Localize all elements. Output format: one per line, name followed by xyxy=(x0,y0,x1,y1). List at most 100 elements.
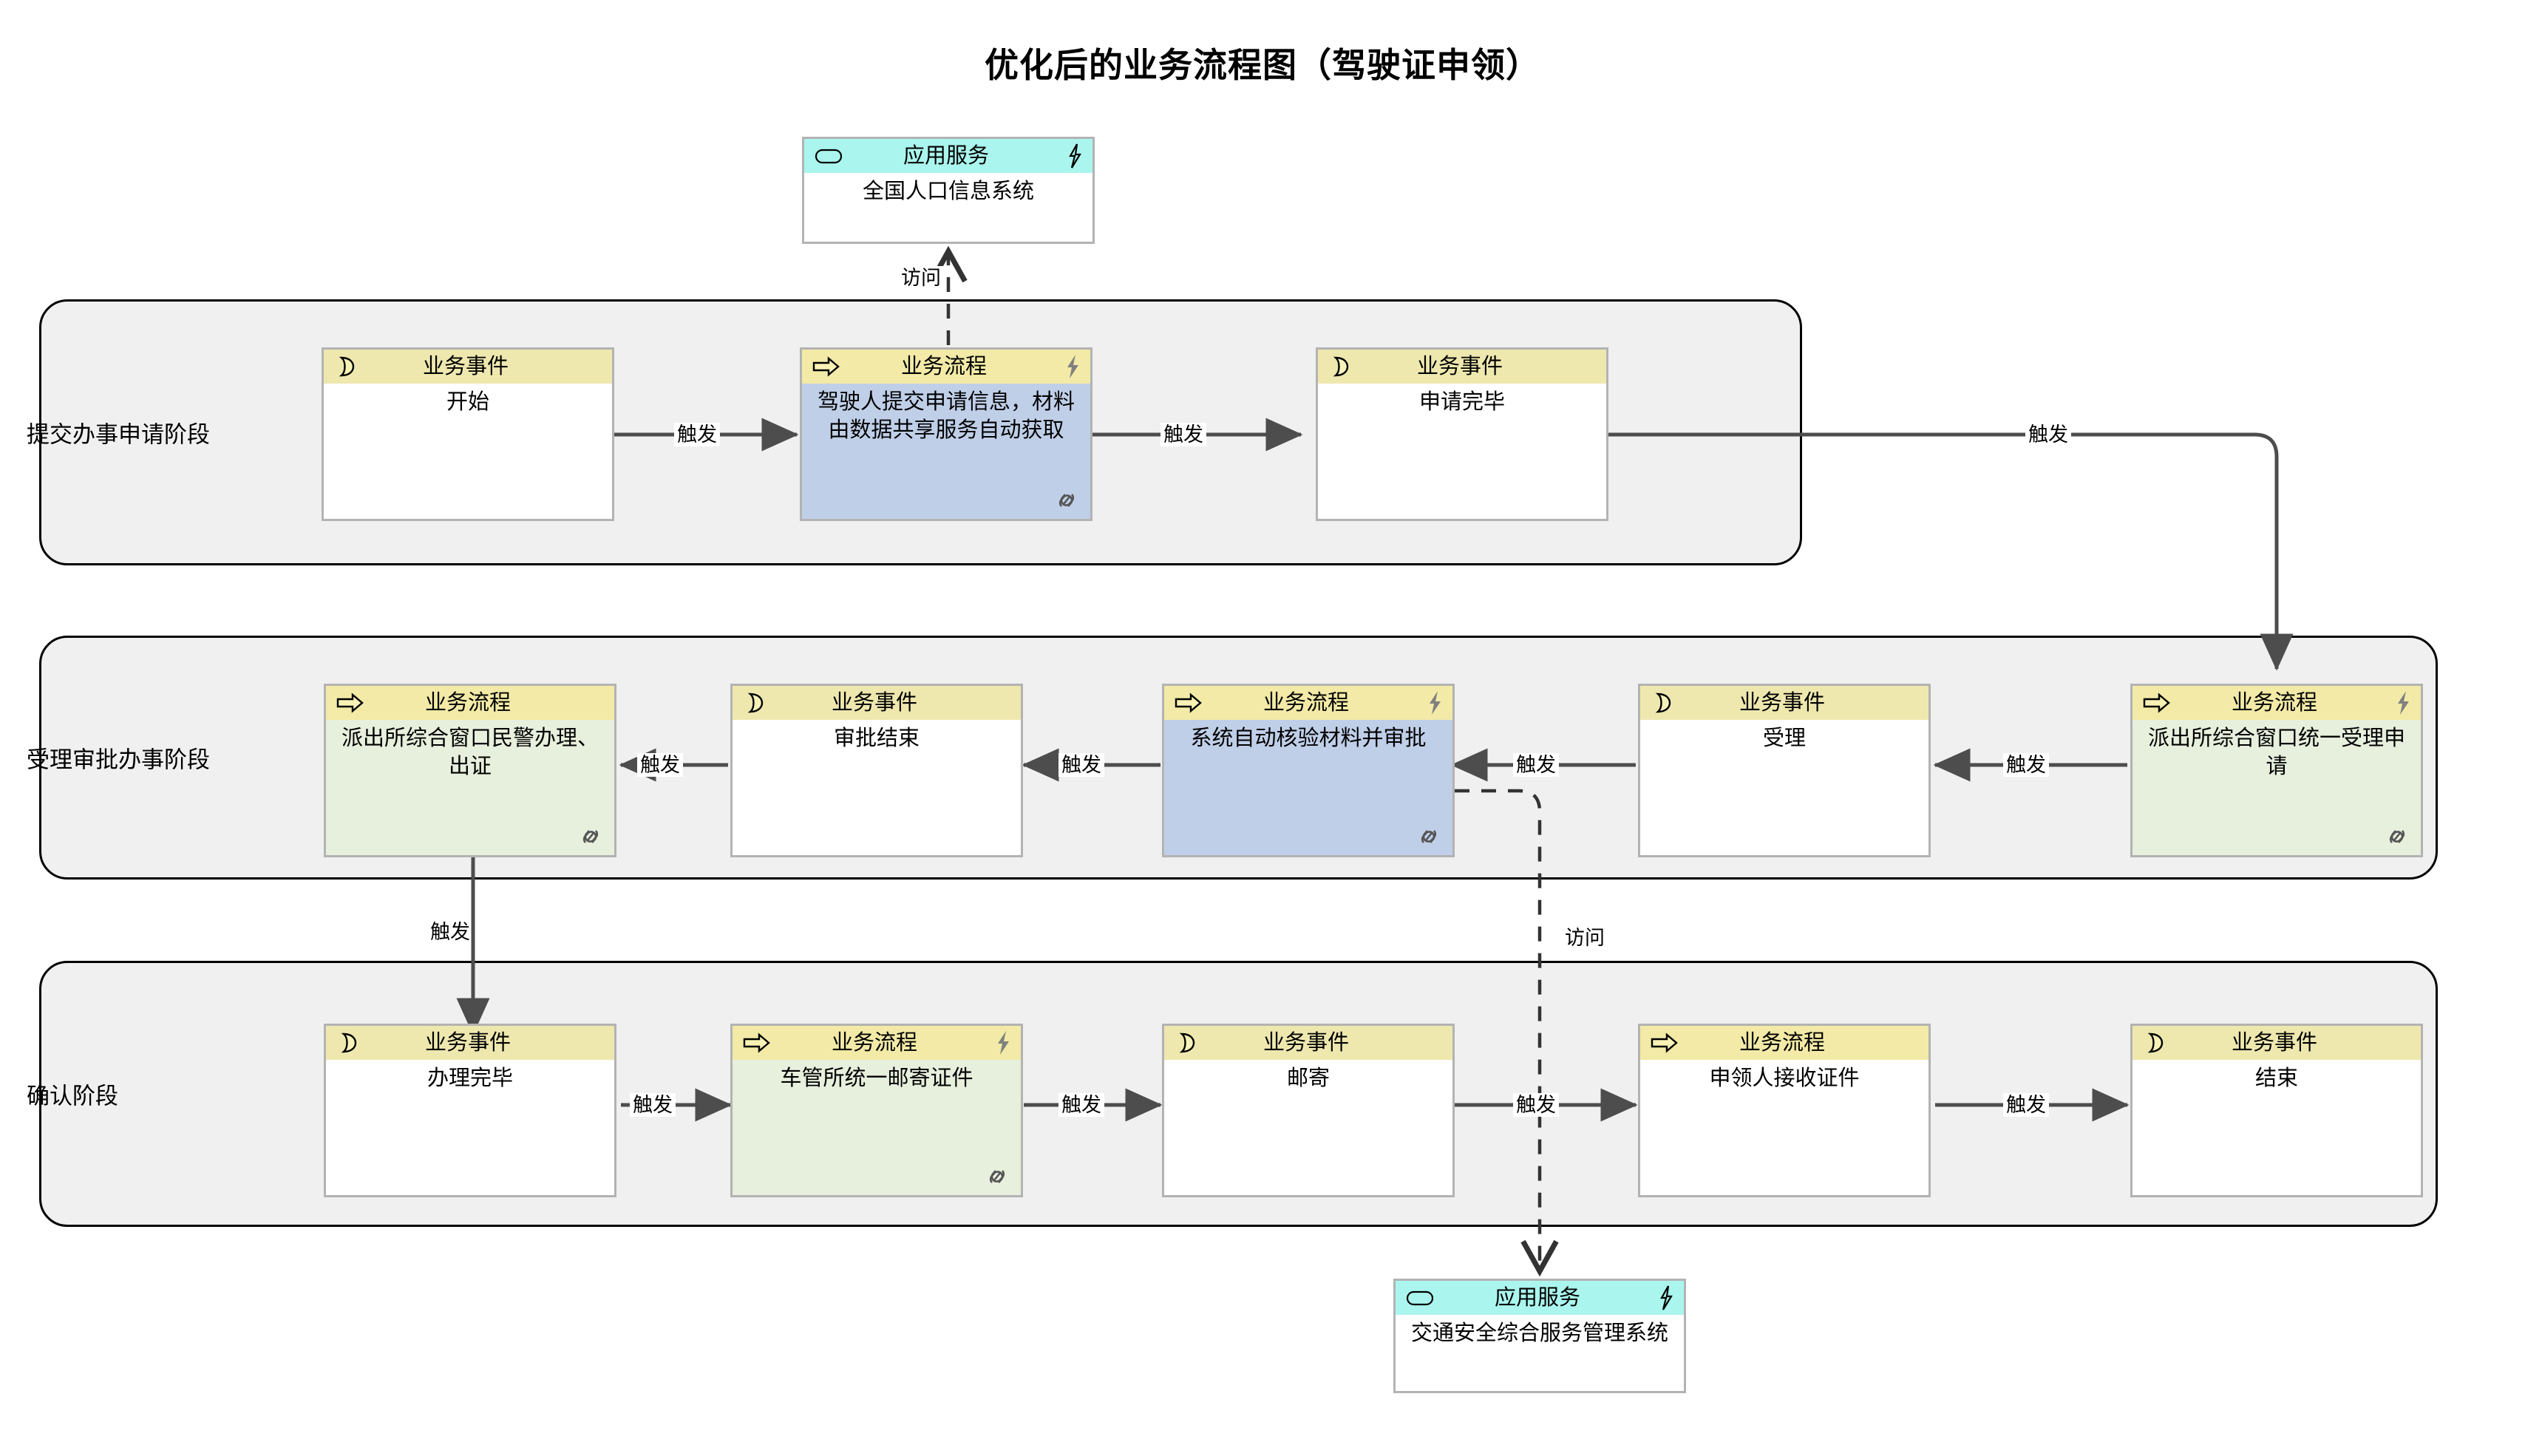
business-event-icon xyxy=(747,693,764,713)
edge-label-verify-approval: 触发 xyxy=(1058,753,1104,777)
node-police-handle-issue[interactable]: 业务流程 派出所综合窗口民警办理、出证 xyxy=(324,684,616,857)
node-handling-done[interactable]: 业务事件 办理完毕 xyxy=(324,1024,616,1197)
edge-label-handling-mailcert: 触发 xyxy=(630,1093,676,1117)
node-start[interactable]: 业务事件 开始 xyxy=(322,347,614,521)
node-header: 应用服务 xyxy=(1396,1281,1684,1315)
edge-label-access-bottom: 访问 xyxy=(1565,927,1605,949)
node-body: 申请完毕 xyxy=(1318,384,1606,519)
node-body: 结束 xyxy=(2133,1060,2421,1195)
page-title: 优化后的业务流程图（驾驶证申领） xyxy=(985,46,1540,84)
link-chain-icon xyxy=(1058,494,1075,507)
node-app-service-top[interactable]: 应用服务 全国人口信息系统 xyxy=(802,137,1095,244)
rounded-rect-icon xyxy=(1406,1290,1434,1306)
edge-label-start-submit: 触发 xyxy=(674,423,720,446)
rounded-rect-icon xyxy=(815,149,843,164)
node-unified-accept[interactable]: 业务流程 派出所综合窗口统一受理申请 xyxy=(2130,684,2423,857)
node-body: 邮寄 xyxy=(1164,1060,1452,1195)
node-body: 系统自动核验材料并审批 xyxy=(1164,720,1452,855)
node-header-label: 应用服务 xyxy=(1494,1286,1580,1310)
node-header-label: 业务事件 xyxy=(1739,691,1825,715)
node-body: 驾驶人提交申请信息，材料由数据共享服务自动获取 xyxy=(802,384,1090,519)
business-process-arrow-icon xyxy=(336,693,364,713)
node-submit-application[interactable]: 业务流程 驾驶人提交申请信息，材料由数据共享服务自动获取 xyxy=(800,347,1092,521)
node-header: 业务流程 xyxy=(326,686,614,720)
node-header: 业务事件 xyxy=(1164,1026,1452,1060)
node-header-label: 应用服务 xyxy=(903,144,989,168)
business-process-arrow-icon xyxy=(1175,693,1202,713)
business-process-arrow-icon xyxy=(1651,1033,1678,1053)
node-body: 全国人口信息系统 xyxy=(804,173,1092,242)
node-header: 业务事件 xyxy=(324,350,612,384)
node-body: 办理完毕 xyxy=(326,1060,614,1195)
node-header-label: 业务流程 xyxy=(1262,691,1349,715)
node-body: 交通安全综合服务管理系统 xyxy=(1396,1315,1684,1391)
node-header: 业务事件 xyxy=(733,686,1021,720)
link-chain-icon xyxy=(2389,830,2405,843)
business-process-arrow-icon xyxy=(2143,693,2170,713)
node-body: 受理 xyxy=(1640,720,1928,855)
node-body: 申领人接收证件 xyxy=(1640,1060,1928,1195)
edge-label-police-handling: 触发 xyxy=(430,921,470,943)
node-application-done[interactable]: 业务事件 申请完毕 xyxy=(1316,347,1608,521)
node-header-label: 业务事件 xyxy=(1262,1031,1349,1055)
business-event-icon xyxy=(341,1033,357,1053)
business-process-arrow-icon xyxy=(743,1033,770,1053)
business-event-icon xyxy=(1655,693,1671,713)
node-approval-done[interactable]: 业务事件 审批结束 xyxy=(730,684,1023,857)
node-body: 审批结束 xyxy=(733,720,1021,855)
edge-label-approval-police: 触发 xyxy=(637,753,683,777)
lightning-bolt-icon xyxy=(1660,1285,1673,1310)
node-header: 业务流程 xyxy=(1640,1026,1928,1060)
business-event-icon xyxy=(1179,1033,1195,1053)
node-applicant-receive[interactable]: 业务流程 申领人接收证件 xyxy=(1638,1024,1931,1197)
lightning-bolt-icon xyxy=(1067,355,1078,378)
node-header: 业务事件 xyxy=(326,1026,614,1060)
node-header-label: 业务事件 xyxy=(1416,355,1503,378)
edge-label-accept-verify: 触发 xyxy=(1513,753,1559,777)
node-header-label: 业务事件 xyxy=(422,355,509,378)
node-mail[interactable]: 业务事件 邮寄 xyxy=(1162,1024,1455,1197)
node-header: 业务事件 xyxy=(1640,686,1928,720)
edge-label-unified-accept: 触发 xyxy=(2003,753,2049,777)
node-header-label: 业务流程 xyxy=(424,691,511,715)
edge-label-access-top: 访问 xyxy=(898,266,944,290)
node-auto-verify-approve[interactable]: 业务流程 系统自动核验材料并审批 xyxy=(1162,684,1455,857)
edge-label-mail-receive: 触发 xyxy=(1513,1093,1559,1117)
node-app-service-bottom[interactable]: 应用服务 交通安全综合服务管理系统 xyxy=(1393,1279,1686,1393)
node-body: 派出所综合窗口民警办理、出证 xyxy=(326,720,614,855)
node-end[interactable]: 业务事件 结束 xyxy=(2130,1024,2423,1197)
node-header: 业务事件 xyxy=(1318,350,1606,384)
lightning-bolt-icon xyxy=(1430,691,1441,715)
business-process-arrow-icon xyxy=(812,356,840,377)
node-header-label: 业务事件 xyxy=(424,1031,511,1055)
edge-label-submit-done: 触发 xyxy=(1160,423,1206,446)
node-header: 应用服务 xyxy=(804,139,1092,173)
phase-label-3: 确认阶段 xyxy=(27,1083,118,1109)
node-header-label: 业务流程 xyxy=(2231,691,2317,715)
node-mail-certificate[interactable]: 业务流程 车管所统一邮寄证件 xyxy=(730,1024,1023,1197)
node-header-label: 业务流程 xyxy=(1739,1031,1825,1055)
business-event-icon xyxy=(2147,1033,2164,1053)
node-header: 业务流程 xyxy=(733,1026,1021,1060)
node-header: 业务流程 xyxy=(1164,686,1452,720)
node-body: 派出所综合窗口统一受理申请 xyxy=(2133,720,2421,855)
edge-label-mailcert-mail: 触发 xyxy=(1058,1093,1104,1117)
edge-label-done-unified: 触发 xyxy=(2025,423,2071,446)
link-chain-icon xyxy=(582,830,599,843)
node-header: 业务流程 xyxy=(2133,686,2421,720)
link-chain-icon xyxy=(1421,830,1437,843)
node-header: 业务事件 xyxy=(2133,1026,2421,1060)
lightning-bolt-icon xyxy=(2398,691,2409,715)
node-header: 业务流程 xyxy=(802,350,1090,384)
business-event-icon xyxy=(339,356,355,377)
phase-label-1: 提交办事申请阶段 xyxy=(27,421,210,448)
link-chain-icon xyxy=(989,1170,1005,1183)
lightning-bolt-icon xyxy=(998,1031,1009,1055)
node-header-label: 业务事件 xyxy=(2231,1031,2317,1055)
node-accept[interactable]: 业务事件 受理 xyxy=(1638,684,1931,857)
node-body: 车管所统一邮寄证件 xyxy=(733,1060,1021,1195)
node-header-label: 业务流程 xyxy=(900,355,987,378)
edge-label-receive-end: 触发 xyxy=(2003,1093,2049,1117)
lightning-bolt-icon xyxy=(1069,143,1081,169)
